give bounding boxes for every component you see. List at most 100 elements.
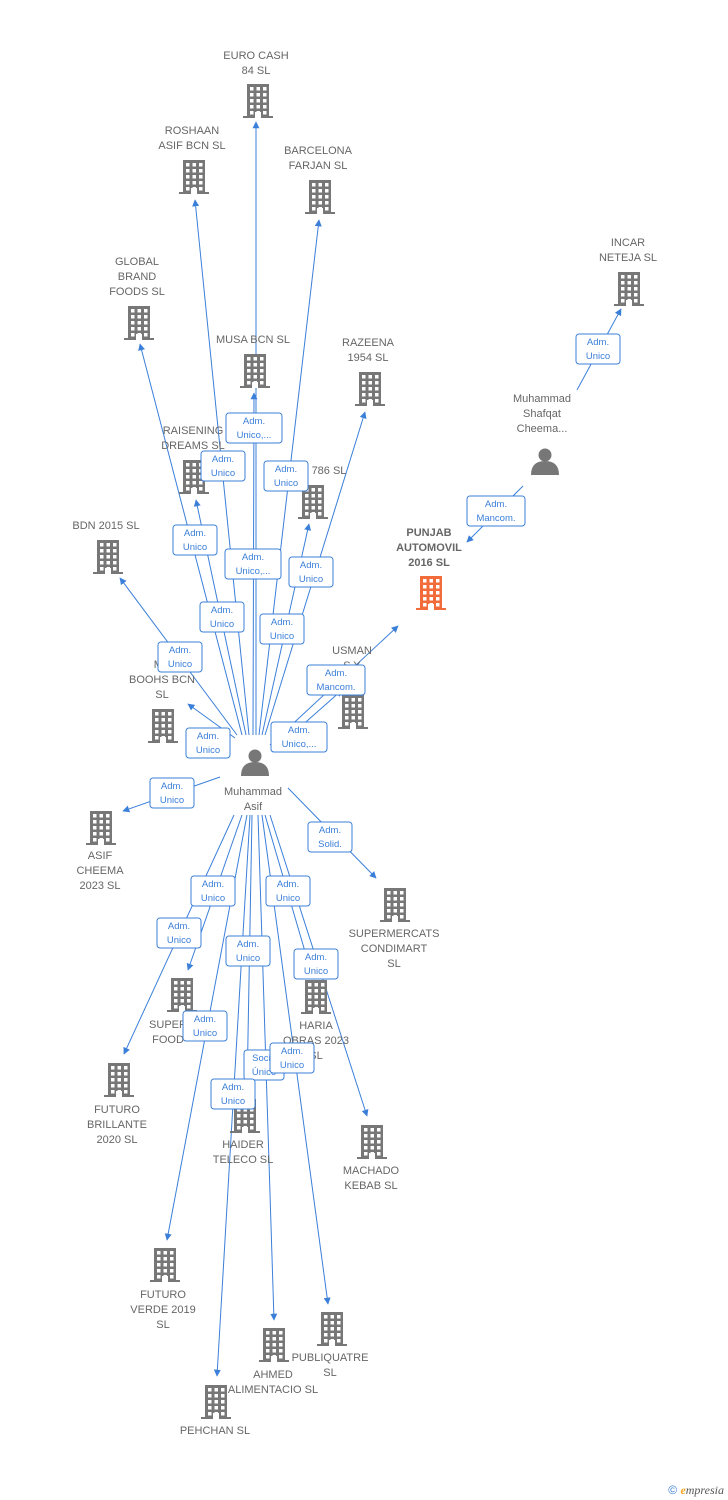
badge-box (269, 1042, 315, 1074)
badge-box (466, 495, 526, 527)
relation-badge[interactable]: Adm.Solid. (307, 821, 353, 853)
node-label: EURO CASH (223, 50, 288, 62)
relation-badge[interactable]: Adm.Unico (182, 1010, 228, 1042)
badge-box (199, 601, 245, 633)
badge-box (307, 821, 353, 853)
node-label: Shafqat (523, 408, 561, 420)
relation-badge[interactable]: Adm.Unico (172, 524, 218, 556)
node-label: FOODS SL (109, 286, 165, 298)
badge-box (149, 777, 195, 809)
relation-badge[interactable]: Adm.Unico (157, 641, 203, 673)
node-label: FUTURO (140, 1289, 186, 1301)
relation-badge[interactable]: Adm.Unico,... (270, 721, 328, 753)
building-icon (167, 978, 197, 1012)
badge-label: Unico (221, 1096, 245, 1107)
node-label: VERDE 2019 (130, 1304, 195, 1316)
badges-layer: Adm.Unico,...Adm.UnicoAdm.UnicoAdm.Unico… (149, 333, 621, 1110)
badge-label: Adm. (288, 725, 310, 736)
building-icon (301, 980, 331, 1014)
badge-label: Adm. (168, 921, 190, 932)
relation-badge[interactable]: Adm.Unico (200, 450, 246, 482)
node-s786[interactable]: 786 SL (298, 465, 346, 519)
relation-badge[interactable]: Adm.Unico (269, 1042, 315, 1074)
copyright-footer[interactable]: © empresia (668, 1483, 724, 1498)
node-label: BDN 2015 SL (72, 520, 139, 532)
relation-badge[interactable]: Adm.Unico (185, 727, 231, 759)
node-label: GLOBAL (115, 256, 159, 268)
node-label: Cheema... (517, 423, 568, 435)
brand-logo: empresia (680, 1483, 724, 1497)
node-label: NETEJA SL (599, 252, 657, 264)
relation-badge[interactable]: Adm.Unico (259, 613, 305, 645)
relation-badge[interactable]: Adm.Mancom. (306, 664, 366, 696)
relation-badge[interactable]: Adm.Unico (199, 601, 245, 633)
building-icon (179, 160, 209, 194)
node-label: ASIF (88, 850, 113, 862)
building-icon (355, 372, 385, 406)
badge-label: Adm. (587, 337, 609, 348)
node-label: INCAR (611, 237, 645, 249)
node-label: SL (155, 689, 168, 701)
relation-badge[interactable]: Adm.Unico (293, 948, 339, 980)
relation-badge[interactable]: Adm.Unico (265, 875, 311, 907)
badge-label: Adm. (325, 668, 347, 679)
badge-box (182, 1010, 228, 1042)
node-label: Muhammad (513, 393, 571, 405)
relation-badge[interactable]: Adm. Unico (575, 333, 621, 365)
relation-badge[interactable]: Adm.Unico (225, 935, 271, 967)
relation-badge[interactable]: Adm.Unico,... (225, 412, 283, 444)
badge-box (225, 412, 283, 444)
person-icon (241, 749, 269, 776)
building-icon (86, 811, 116, 845)
badge-label: Adm. (197, 731, 219, 742)
node-pehchan[interactable]: PEHCHAN SL (180, 1385, 250, 1437)
node-label: FUTURO (94, 1104, 140, 1116)
badge-box (190, 875, 236, 907)
building-icon (416, 576, 446, 610)
node-shafqat[interactable]: MuhammadShafqatCheema... (513, 393, 571, 475)
relation-badge[interactable]: Adm.Unico (156, 917, 202, 949)
relation-badge[interactable]: Adm.Unico (263, 460, 309, 492)
node-musa[interactable]: MUSA BCN SL (216, 334, 290, 388)
relation-badge[interactable]: Adm.Unico,... (224, 548, 282, 580)
badge-box (575, 333, 621, 365)
node-bdn[interactable]: BDN 2015 SL (72, 520, 140, 574)
node-incar[interactable]: INCAR NETEJA SL (599, 237, 657, 306)
badge-label: Unico (236, 953, 260, 964)
node-label: KEBAB SL (344, 1180, 397, 1192)
badge-label: Unico (274, 478, 298, 489)
relation-badge[interactable]: Adm.Unico (288, 556, 334, 588)
badge-label: Unico,... (236, 566, 271, 577)
relation-badge[interactable]: Adm.Mancom. (466, 495, 526, 527)
badge-label: Adm. (211, 605, 233, 616)
relation-badge[interactable]: Adm.Unico (149, 777, 195, 809)
badge-label: Unico (586, 351, 610, 362)
building-icon (179, 460, 209, 494)
building-icon (305, 180, 335, 214)
node-label: AUTOMOVIL (396, 542, 462, 554)
badge-label: Adm. (300, 560, 322, 571)
relation-badge[interactable]: Adm.Unico (210, 1078, 256, 1110)
relation-badge[interactable]: Adm.Unico (190, 875, 236, 907)
badge-label: Adm. (319, 825, 341, 836)
badge-box (157, 641, 203, 673)
building-icon (150, 1248, 180, 1282)
badge-box (210, 1078, 256, 1110)
